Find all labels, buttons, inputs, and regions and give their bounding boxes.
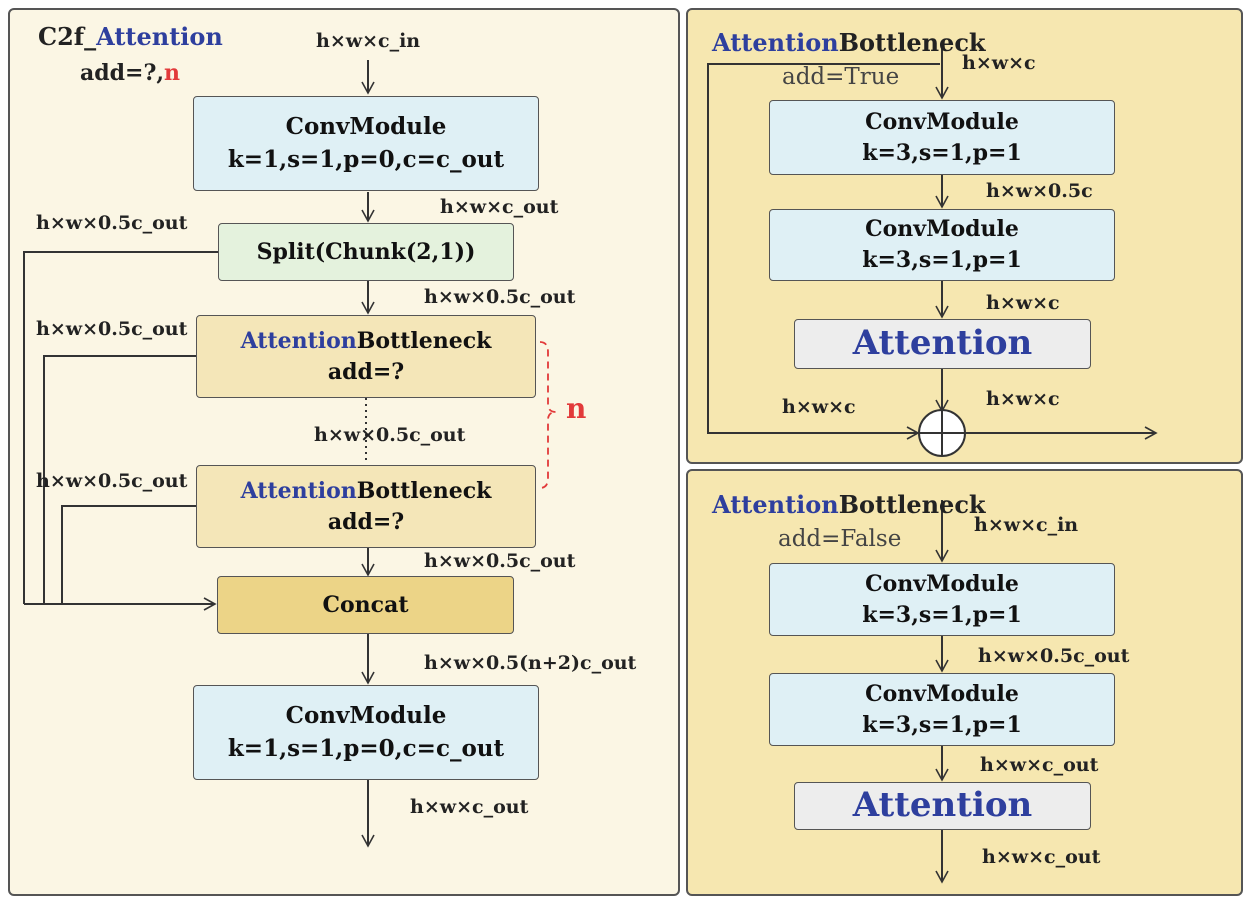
tr-label-after-conv1: h×w×0.5c xyxy=(986,180,1093,202)
c2f-input-label: h×w×c_in xyxy=(316,30,421,52)
attention-bottleneck-2: AttentionBottleneck add=? xyxy=(196,465,536,548)
tr-label-after-attention: h×w×c xyxy=(986,388,1060,410)
tr-residual-line xyxy=(707,63,940,440)
c2f-conv-module-1: ConvModule k=1,s=1,p=0,c=c_out xyxy=(193,96,539,191)
n-repeat-label: n xyxy=(566,392,587,425)
conv-module-name: ConvModule xyxy=(865,680,1019,707)
c2f-title-main: C2f_ xyxy=(38,22,97,51)
conv-module-params: k=3,s=1,p=1 xyxy=(862,711,1022,738)
conv-module-params: k=1,s=1,p=0,c=c_out xyxy=(227,145,505,173)
conv-module-params: k=3,s=1,p=1 xyxy=(862,139,1022,166)
concat-label: Concat xyxy=(322,591,409,618)
attention-label: Attention xyxy=(852,785,1033,826)
conv-module-params: k=1,s=1,p=0,c=c_out xyxy=(227,734,505,762)
tr-conv-module-1: ConvModule k=3,s=1,p=1 xyxy=(769,100,1115,175)
bottleneck-add: add=? xyxy=(327,508,405,535)
c2f-subtitle-n: n xyxy=(164,60,181,86)
conv-module-name: ConvModule xyxy=(285,113,447,141)
tr-residual-label: h×w×c xyxy=(782,396,856,418)
br-add-false: add=False xyxy=(778,526,902,552)
conv-module-name: ConvModule xyxy=(285,702,447,730)
bottleneck-name: Bottleneck xyxy=(356,477,492,504)
skip-bottleneck1-to-concat xyxy=(43,355,196,604)
tr-input-label: h×w×c xyxy=(962,52,1036,74)
br-title: AttentionBottleneck xyxy=(712,490,986,519)
bottleneck-accent: Attention xyxy=(240,327,357,354)
br-conv-module-2: ConvModule k=3,s=1,p=1 xyxy=(769,673,1115,746)
tr-title-accent: Attention xyxy=(712,28,839,57)
split-label: Split(Chunk(2,1)) xyxy=(256,238,476,265)
bottleneck-accent: Attention xyxy=(240,477,357,504)
br-attention-block: Attention xyxy=(794,782,1091,830)
label-between-bottlenecks: h×w×0.5c_out xyxy=(314,424,466,446)
br-label-after-conv1: h×w×0.5c_out xyxy=(978,645,1130,667)
conv-module-name: ConvModule xyxy=(865,570,1019,597)
br-title-main: Bottleneck xyxy=(838,490,986,519)
tr-conv-module-2: ConvModule k=3,s=1,p=1 xyxy=(769,209,1115,281)
tr-title: AttentionBottleneck xyxy=(712,28,986,57)
split-side-label: h×w×0.5c_out xyxy=(36,212,188,234)
split-chunk-block: Split(Chunk(2,1)) xyxy=(218,223,514,281)
bottleneck-name: Bottleneck xyxy=(356,327,492,354)
skip-bottleneck2-to-concat xyxy=(61,505,196,604)
concat-block: Concat xyxy=(217,576,514,634)
bottleneck-add: add=? xyxy=(327,358,405,385)
c2f-subtitle-main: add=?, xyxy=(80,60,165,86)
tr-add-true: add=True xyxy=(782,64,900,90)
n-bracket xyxy=(539,341,557,489)
c2f-title-accent: Attention xyxy=(96,22,223,51)
bottleneck1-side-label: h×w×0.5c_out xyxy=(36,318,188,340)
c2f-title: C2f_Attention xyxy=(38,22,223,51)
conv-module-name: ConvModule xyxy=(865,216,1019,243)
conv-module-params: k=3,s=1,p=1 xyxy=(862,601,1022,628)
br-label-after-conv2: h×w×c_out xyxy=(980,754,1099,776)
conv-module-name: ConvModule xyxy=(865,108,1019,135)
bottleneck2-side-label: h×w×0.5c_out xyxy=(36,470,188,492)
bottleneck-title: AttentionBottleneck xyxy=(241,326,492,357)
attention-label: Attention xyxy=(852,323,1033,364)
tr-title-main: Bottleneck xyxy=(838,28,986,57)
br-title-accent: Attention xyxy=(712,490,839,519)
label-after-bottleneck2: h×w×0.5c_out xyxy=(424,550,576,572)
conv-module-params: k=3,s=1,p=1 xyxy=(862,247,1022,273)
label-after-concat: h×w×0.5(n+2)c_out xyxy=(424,652,637,674)
c2f-output-label: h×w×c_out xyxy=(410,796,529,818)
br-conv-module-1: ConvModule k=3,s=1,p=1 xyxy=(769,563,1115,636)
br-output-label: h×w×c_out xyxy=(982,846,1101,868)
c2f-conv-module-2: ConvModule k=1,s=1,p=0,c=c_out xyxy=(193,685,539,780)
label-after-conv1: h×w×c_out xyxy=(440,196,559,218)
label-after-split: h×w×0.5c_out xyxy=(424,286,576,308)
c2f-subtitle: add=?,n xyxy=(80,60,180,86)
attention-bottleneck-1: AttentionBottleneck add=? xyxy=(196,315,536,398)
skip-split-to-concat xyxy=(23,251,218,604)
tr-attention-block: Attention xyxy=(794,319,1091,369)
bottleneck-title: AttentionBottleneck xyxy=(241,476,492,507)
tr-label-after-conv2: h×w×c xyxy=(986,292,1060,314)
br-input-label: h×w×c_in xyxy=(974,514,1079,536)
